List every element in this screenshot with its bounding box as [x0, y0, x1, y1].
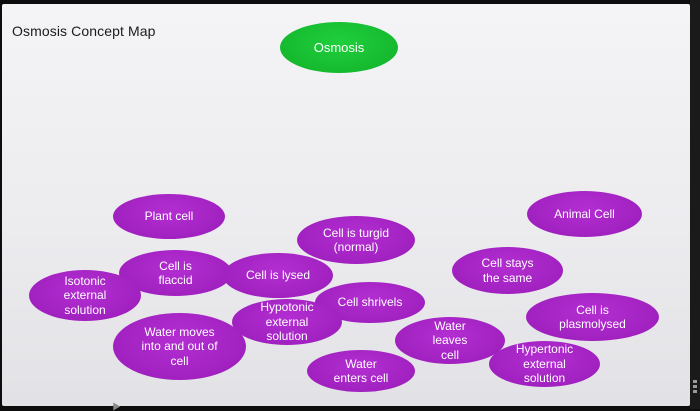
node-label: Water enters cell [333, 356, 389, 385]
node-water-enters-cell[interactable]: Water enters cell [307, 350, 415, 392]
page-title: Osmosis Concept Map [12, 23, 156, 39]
node-isotonic-external-solution[interactable]: Isotonic external solution [29, 270, 141, 321]
screen: Osmosis Concept Map Osmosis Plant cell A… [2, 4, 690, 411]
node-osmosis[interactable]: Osmosis [280, 22, 398, 73]
node-label: Isotonic external solution [63, 273, 107, 317]
node-label: Hypotonic external solution [260, 300, 314, 344]
node-label: Water leaves cell [432, 318, 468, 362]
node-cell-stays-the-same[interactable]: Cell stays the same [452, 247, 563, 294]
node-label: Cell is lysed [245, 268, 311, 283]
node-label: Cell is turgid (normal) [322, 225, 390, 254]
node-label: Animal Cell [554, 206, 615, 221]
edge-marker-icon [693, 390, 697, 393]
node-label: Cell is plasmolysed [559, 302, 626, 331]
node-hypotonic-external-solution[interactable]: Hypotonic external solution [232, 299, 342, 345]
node-plant-cell[interactable]: Plant cell [113, 194, 225, 239]
edge-marker-icon [693, 380, 697, 383]
node-hypertonic-external-solution[interactable]: Hypertonic external solution [489, 341, 600, 387]
window-edge [690, 0, 700, 409]
node-cell-shrivels[interactable]: Cell shrivels [315, 282, 425, 323]
node-cell-is-lysed[interactable]: Cell is lysed [223, 253, 333, 298]
edge-marker-icon [693, 385, 697, 388]
node-cell-is-turgid[interactable]: Cell is turgid (normal) [297, 216, 415, 264]
mouse-cursor-icon [109, 400, 121, 411]
node-water-moves-into-and-out-of-cell[interactable]: Water moves into and out of cell [113, 313, 246, 380]
node-label: Hypertonic external solution [515, 342, 574, 386]
node-label: Cell stays the same [481, 256, 534, 285]
node-water-leaves-cell[interactable]: Water leaves cell [395, 317, 505, 364]
node-cell-is-plasmolysed[interactable]: Cell is plasmolysed [526, 293, 659, 341]
node-label: Osmosis [313, 39, 365, 55]
node-label: Water moves into and out of cell [141, 324, 218, 368]
node-animal-cell[interactable]: Animal Cell [527, 191, 642, 237]
node-label: Plant cell [144, 209, 194, 224]
node-label: Cell shrivels [337, 295, 403, 310]
node-label: Cell is flaccid [158, 258, 193, 287]
